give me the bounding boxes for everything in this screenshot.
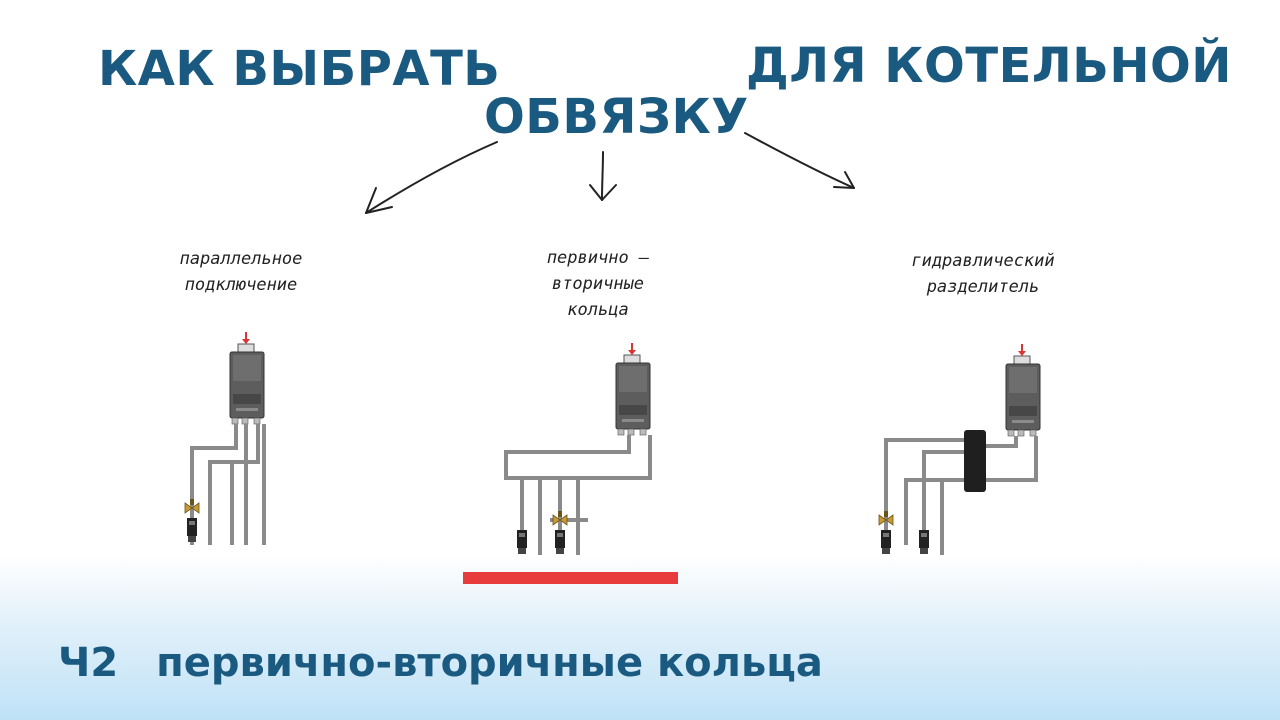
scheme-label-line: разделитель bbox=[926, 277, 1040, 297]
scheme-label-hydraulic-separator: гидравлический разделитель bbox=[911, 248, 1054, 300]
selected-scheme-highlight-bar bbox=[463, 572, 678, 584]
scheme-label-line: вторичные bbox=[551, 274, 645, 294]
title-line1-right: ДЛЯ КОТЕЛЬНОЙ bbox=[746, 38, 1232, 94]
footer-part-number: Ч2 bbox=[58, 640, 119, 686]
arrow-left-icon bbox=[365, 141, 498, 214]
scheme-hydraulic-separator-diagram bbox=[878, 343, 1041, 555]
scheme-label-line: параллельное bbox=[179, 249, 303, 269]
footer-caption: Ч2 первично-вторичные кольца bbox=[58, 640, 823, 686]
scheme-primary-secondary-diagram bbox=[504, 342, 652, 555]
scheme-label-line: гидравлический bbox=[911, 251, 1055, 271]
scheme-label-line: первично – bbox=[546, 248, 650, 268]
footer-topic: первично-вторичные кольца bbox=[156, 640, 823, 686]
title-line2-center: ОБВЯЗКУ bbox=[484, 89, 749, 145]
scheme-label-line: кольца bbox=[567, 300, 629, 320]
scheme-label-primary-secondary: первично – вторичные кольца bbox=[547, 245, 649, 323]
hydraulic-separator-icon bbox=[964, 430, 986, 492]
arrow-down-icon bbox=[589, 151, 617, 201]
title-line1-left: КАК ВЫБРАТЬ bbox=[98, 41, 501, 97]
scheme-parallel-diagram bbox=[184, 331, 266, 545]
arrow-right-icon bbox=[744, 132, 855, 189]
scheme-label-parallel: параллельное подключение bbox=[180, 246, 303, 298]
scheme-label-line: подключение bbox=[184, 275, 298, 295]
